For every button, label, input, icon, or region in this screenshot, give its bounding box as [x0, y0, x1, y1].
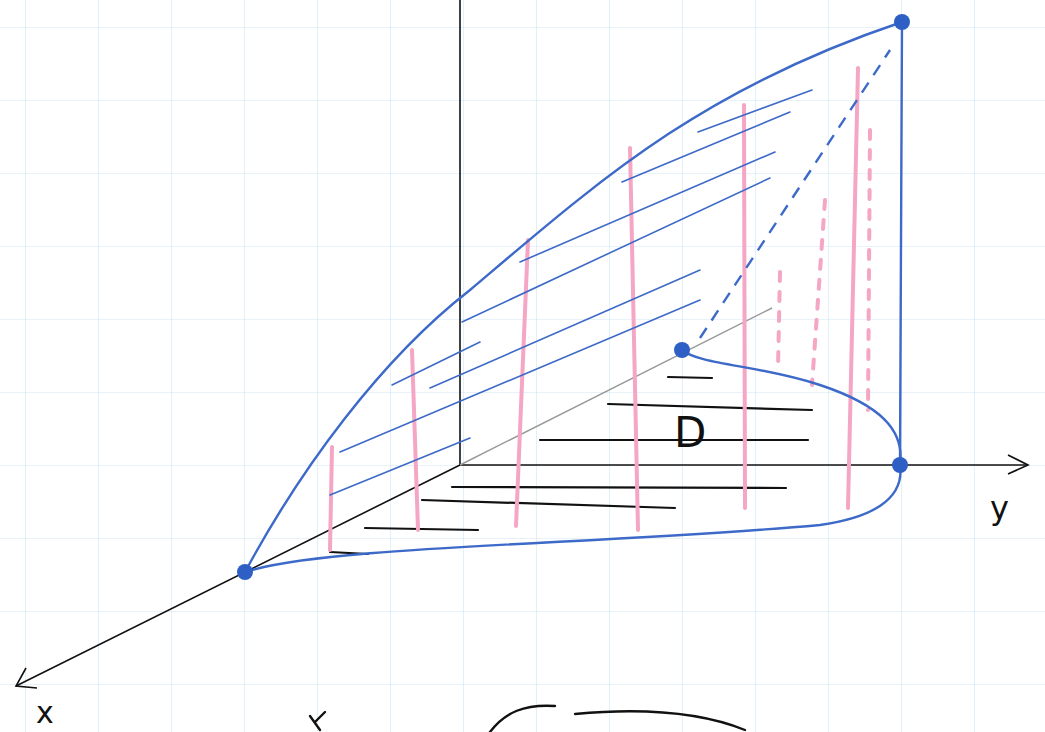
region-boundary [245, 465, 900, 572]
point [237, 564, 253, 580]
vertical-slices [330, 68, 858, 550]
axis-label: x [36, 698, 54, 728]
surface-hatching [330, 90, 812, 495]
axis-label: y [990, 492, 1009, 524]
arrowhead [16, 668, 37, 688]
hidden-slices [778, 130, 870, 410]
edge [900, 22, 902, 465]
hidden-edge [700, 50, 890, 338]
z-axis [459, 0, 461, 465]
arrowhead [1008, 455, 1028, 474]
x-axis [16, 465, 460, 686]
region-label: D [674, 412, 706, 454]
point [674, 342, 690, 358]
axes [16, 0, 1028, 688]
solid-outline [245, 22, 902, 572]
guide-line [460, 308, 772, 465]
point [892, 457, 908, 473]
region-hatching [330, 377, 812, 554]
region-boundary [682, 350, 901, 465]
scribble [310, 706, 745, 732]
points [237, 14, 910, 580]
point [894, 14, 910, 30]
top-surface [245, 22, 902, 572]
